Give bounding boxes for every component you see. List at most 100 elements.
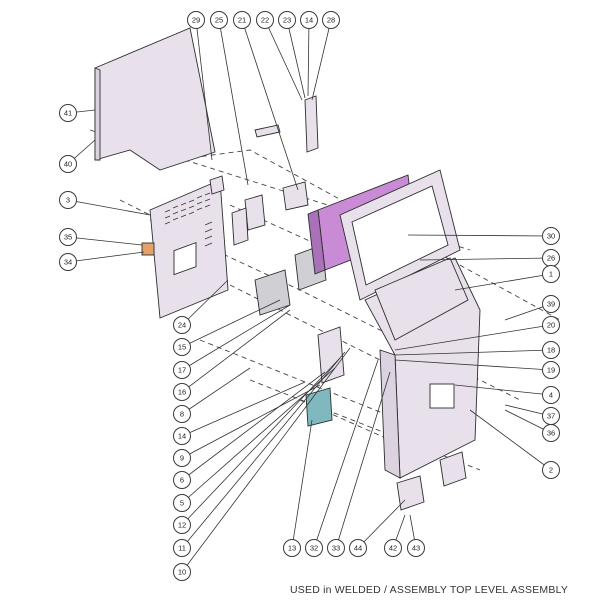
callout-label: 37 [547,412,555,421]
callout-25: 25 [210,11,228,29]
callout-label: 43 [412,544,420,553]
callout-41: 41 [59,104,77,122]
callout-circle [187,11,205,29]
callout-circle [300,11,318,29]
callout-label: 10 [178,568,186,577]
callout-label: 9 [180,454,184,463]
callout-circle [542,461,560,479]
callout-label: 42 [389,544,397,553]
callout-label: 30 [547,232,555,241]
leader-line-2 [469,409,552,471]
callout-label: 25 [215,16,223,25]
leader-line-8 [181,367,251,415]
callout-label: 15 [178,343,186,352]
callout-23: 23 [278,11,296,29]
callout-circle [542,265,560,283]
leader-line-5 [181,367,336,504]
callout-label: 36 [547,429,555,438]
callout-label: 21 [238,16,246,25]
callout-label: 16 [178,388,186,397]
callout-circle [173,316,191,334]
callout-20: 20 [542,316,560,334]
callout-34: 34 [59,253,77,271]
callout-32: 32 [305,539,323,557]
leader-line-35 [67,236,143,246]
bezel-frame [339,169,461,301]
callout-40: 40 [59,155,77,173]
callout-circle [59,253,77,271]
callout-circle [542,341,560,359]
callout-16: 16 [173,383,191,401]
callout-8: 8 [173,405,191,423]
callout-label: 14 [305,16,313,25]
callout-label: 20 [547,321,555,330]
leader-line-11 [181,351,346,549]
callout-label: 34 [64,258,72,267]
callout-label: 2 [549,466,553,475]
callout-circle [59,191,77,209]
callout-39: 39 [542,295,560,313]
leader-line-12 [181,357,341,526]
callout-label: 12 [178,521,186,530]
callout-label: 29 [192,16,200,25]
leader-line-19 [394,359,552,371]
callout-3: 3 [59,191,77,209]
leader-line-32 [313,359,379,549]
leader-line-9 [181,384,321,459]
callout-21: 21 [233,11,251,29]
callout-44: 44 [349,539,367,557]
callout-label: 14 [178,432,186,441]
callout-19: 19 [542,361,560,379]
callout-label: 6 [180,476,184,485]
callout-circle [542,316,560,334]
callout-circle [173,539,191,557]
callout-label: 8 [180,410,184,419]
callout-circle [173,494,191,512]
callout-circle [305,539,323,557]
leader-line-20 [394,324,552,351]
callout-2: 2 [542,461,560,479]
cabinet-body [364,257,481,479]
callout-35: 35 [59,228,77,246]
diagram-caption: USED in WELDED / ASSEMBLY TOP LEVEL ASSE… [290,584,569,596]
leader-line-26 [419,257,552,261]
callout-circle [384,539,402,557]
leader-line-25 [218,19,249,186]
leader-line-33 [335,371,391,549]
callout-11: 11 [173,539,191,557]
leader-line-14b [181,381,306,437]
feet [396,451,467,511]
callout-circle [349,539,367,557]
callout-circle [173,516,191,534]
rear-panel [149,179,229,319]
callout-36: 36 [542,424,560,442]
callout-label: 28 [327,16,335,25]
callout-label: 40 [64,160,72,169]
connector-plug [141,242,155,256]
brackets-cluster [209,95,345,384]
callout-9: 9 [173,449,191,467]
callout-5: 5 [173,494,191,512]
callout-circle [542,295,560,313]
callout-22: 22 [256,11,274,29]
leader-line-23 [286,19,306,99]
leader-line-44 [357,499,406,549]
callout-circle [173,563,191,581]
leader-line-24 [181,279,229,326]
leader-line-4 [454,384,552,396]
callout-circle [173,449,191,467]
callout-circle [542,424,560,442]
leader-line-3 [67,199,151,216]
callout-circle [542,386,560,404]
callout-circle [59,155,77,173]
callout-18: 18 [542,341,560,359]
callout-14a: 14 [300,11,318,29]
leader-lines [67,19,552,573]
callout-24: 24 [173,316,191,334]
callout-label: 23 [283,16,291,25]
callout-label: 17 [178,366,186,375]
callout-15: 15 [173,338,191,356]
leader-line-34 [67,251,145,263]
callout-circle [59,228,77,246]
